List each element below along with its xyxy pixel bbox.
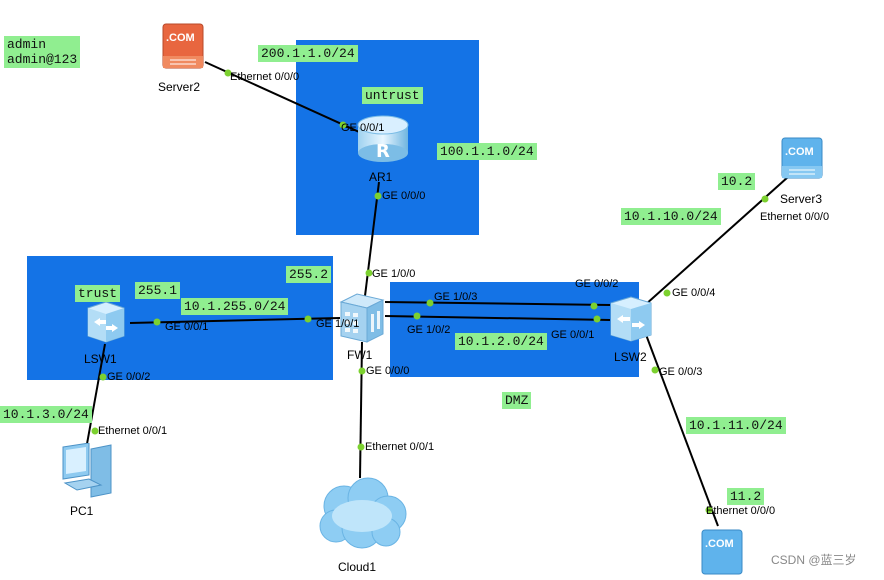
server2-icon-text: .COM xyxy=(166,32,195,44)
device-label-ar1: AR1 xyxy=(369,170,393,184)
device-label-server3: Server3 xyxy=(780,192,823,206)
server3-icon-text: .COM xyxy=(785,146,814,158)
port-label: Ethernet 0/0/0 xyxy=(760,211,830,223)
switch-icon[interactable] xyxy=(84,300,128,344)
subnet-label-10-1-2: 10.1.2.0/24 xyxy=(455,333,547,350)
subnet-label-10-1-11: 10.1.11.0/24 xyxy=(686,417,786,434)
device-label-lsw1: LSW1 xyxy=(84,352,117,366)
zone-trust xyxy=(27,256,333,380)
subnet-label-200: 200.1.1.0/24 xyxy=(258,45,358,62)
port-label: GE 0/0/2 xyxy=(575,278,619,290)
port-dot xyxy=(761,195,769,203)
port-dot xyxy=(705,506,713,514)
cloud-icon[interactable] xyxy=(314,476,410,552)
zone-label-dmz: DMZ xyxy=(502,392,532,409)
host-label-11-2: 11.2 xyxy=(727,488,765,505)
switch-icon[interactable] xyxy=(607,295,655,343)
subnet-label-10-1-255: 10.1.255.0/24 xyxy=(181,298,289,315)
port-label: GE 0/0/1 xyxy=(165,321,209,333)
port-dot xyxy=(357,443,365,451)
port-dot xyxy=(413,312,421,320)
server2-icon[interactable]: .COM xyxy=(160,22,206,72)
subnet-label-100: 100.1.1.0/24 xyxy=(437,143,537,160)
port-label: GE 0/0/1 xyxy=(551,329,595,341)
port-dot xyxy=(339,121,347,129)
credentials-note: admin admin@123 xyxy=(4,36,81,68)
port-dot xyxy=(224,69,232,77)
server4-icon[interactable]: .COM xyxy=(700,528,746,575)
zone-dmz xyxy=(390,282,639,377)
port-dot xyxy=(365,269,373,277)
port-label: GE 0/0/0 xyxy=(382,190,426,202)
device-label-server2: Server2 xyxy=(158,80,201,94)
port-label: GE 0/0/4 xyxy=(672,287,716,299)
zone-label-trust: trust xyxy=(75,285,121,302)
host-label-255-2: 255.2 xyxy=(286,266,332,283)
port-dot xyxy=(651,366,659,374)
link-lsw1-pc1 xyxy=(84,343,106,456)
server4-icon-text: .COM xyxy=(705,538,734,550)
device-label-fw1: FW1 xyxy=(347,348,373,362)
port-label: Ethernet 0/0/0 xyxy=(706,505,776,517)
link-fw1-lsw2-a xyxy=(384,301,611,306)
device-label-cloud1: Cloud1 xyxy=(338,560,377,574)
device-label-lsw2: LSW2 xyxy=(614,350,647,364)
zone-label-untrust: untrust xyxy=(362,87,423,104)
port-label: GE 1/0/0 xyxy=(372,268,416,280)
port-dot xyxy=(153,318,161,326)
port-dot xyxy=(358,367,366,375)
host-label-255-1: 255.1 xyxy=(135,282,181,299)
port-dot xyxy=(663,289,671,297)
port-dot xyxy=(304,315,312,323)
link-fw1-lsw2-b xyxy=(384,315,611,321)
port-dot xyxy=(91,427,99,435)
port-label: GE 0/0/1 xyxy=(341,122,385,134)
port-label: Ethernet 0/0/1 xyxy=(98,425,168,437)
svg-text:R: R xyxy=(376,141,390,162)
link-ar1-fw1 xyxy=(364,181,380,297)
subnet-label-10-1-3: 10.1.3.0/24 xyxy=(0,406,92,423)
router-icon[interactable]: R xyxy=(354,113,412,163)
watermark: CSDN @蓝三岁 xyxy=(771,553,857,567)
port-dot xyxy=(99,373,107,381)
firewall-icon[interactable] xyxy=(337,292,385,344)
port-dot xyxy=(374,192,382,200)
link-fw1-cloud1 xyxy=(359,341,363,479)
server3-icon[interactable]: .COM xyxy=(780,136,826,182)
port-dot xyxy=(426,299,434,307)
port-label: GE 0/0/2 xyxy=(107,371,151,383)
port-label: GE 1/0/3 xyxy=(434,291,478,303)
port-dot xyxy=(593,315,601,323)
pc-icon[interactable] xyxy=(55,442,117,499)
subnet-label-10-1-10: 10.1.10.0/24 xyxy=(621,208,721,225)
port-label: GE 0/0/3 xyxy=(659,366,703,378)
port-label: GE 1/0/2 xyxy=(407,324,451,336)
port-label: GE 0/0/0 xyxy=(366,365,410,377)
port-dot xyxy=(590,302,598,310)
port-label: Ethernet 0/0/0 xyxy=(230,71,300,83)
device-label-pc1: PC1 xyxy=(70,504,94,518)
link-lsw2-server4 xyxy=(644,331,719,527)
port-label: GE 1/0/1 xyxy=(316,318,360,330)
port-label: Ethernet 0/0/1 xyxy=(365,441,435,453)
host-label-10-2: 10.2 xyxy=(718,173,756,190)
